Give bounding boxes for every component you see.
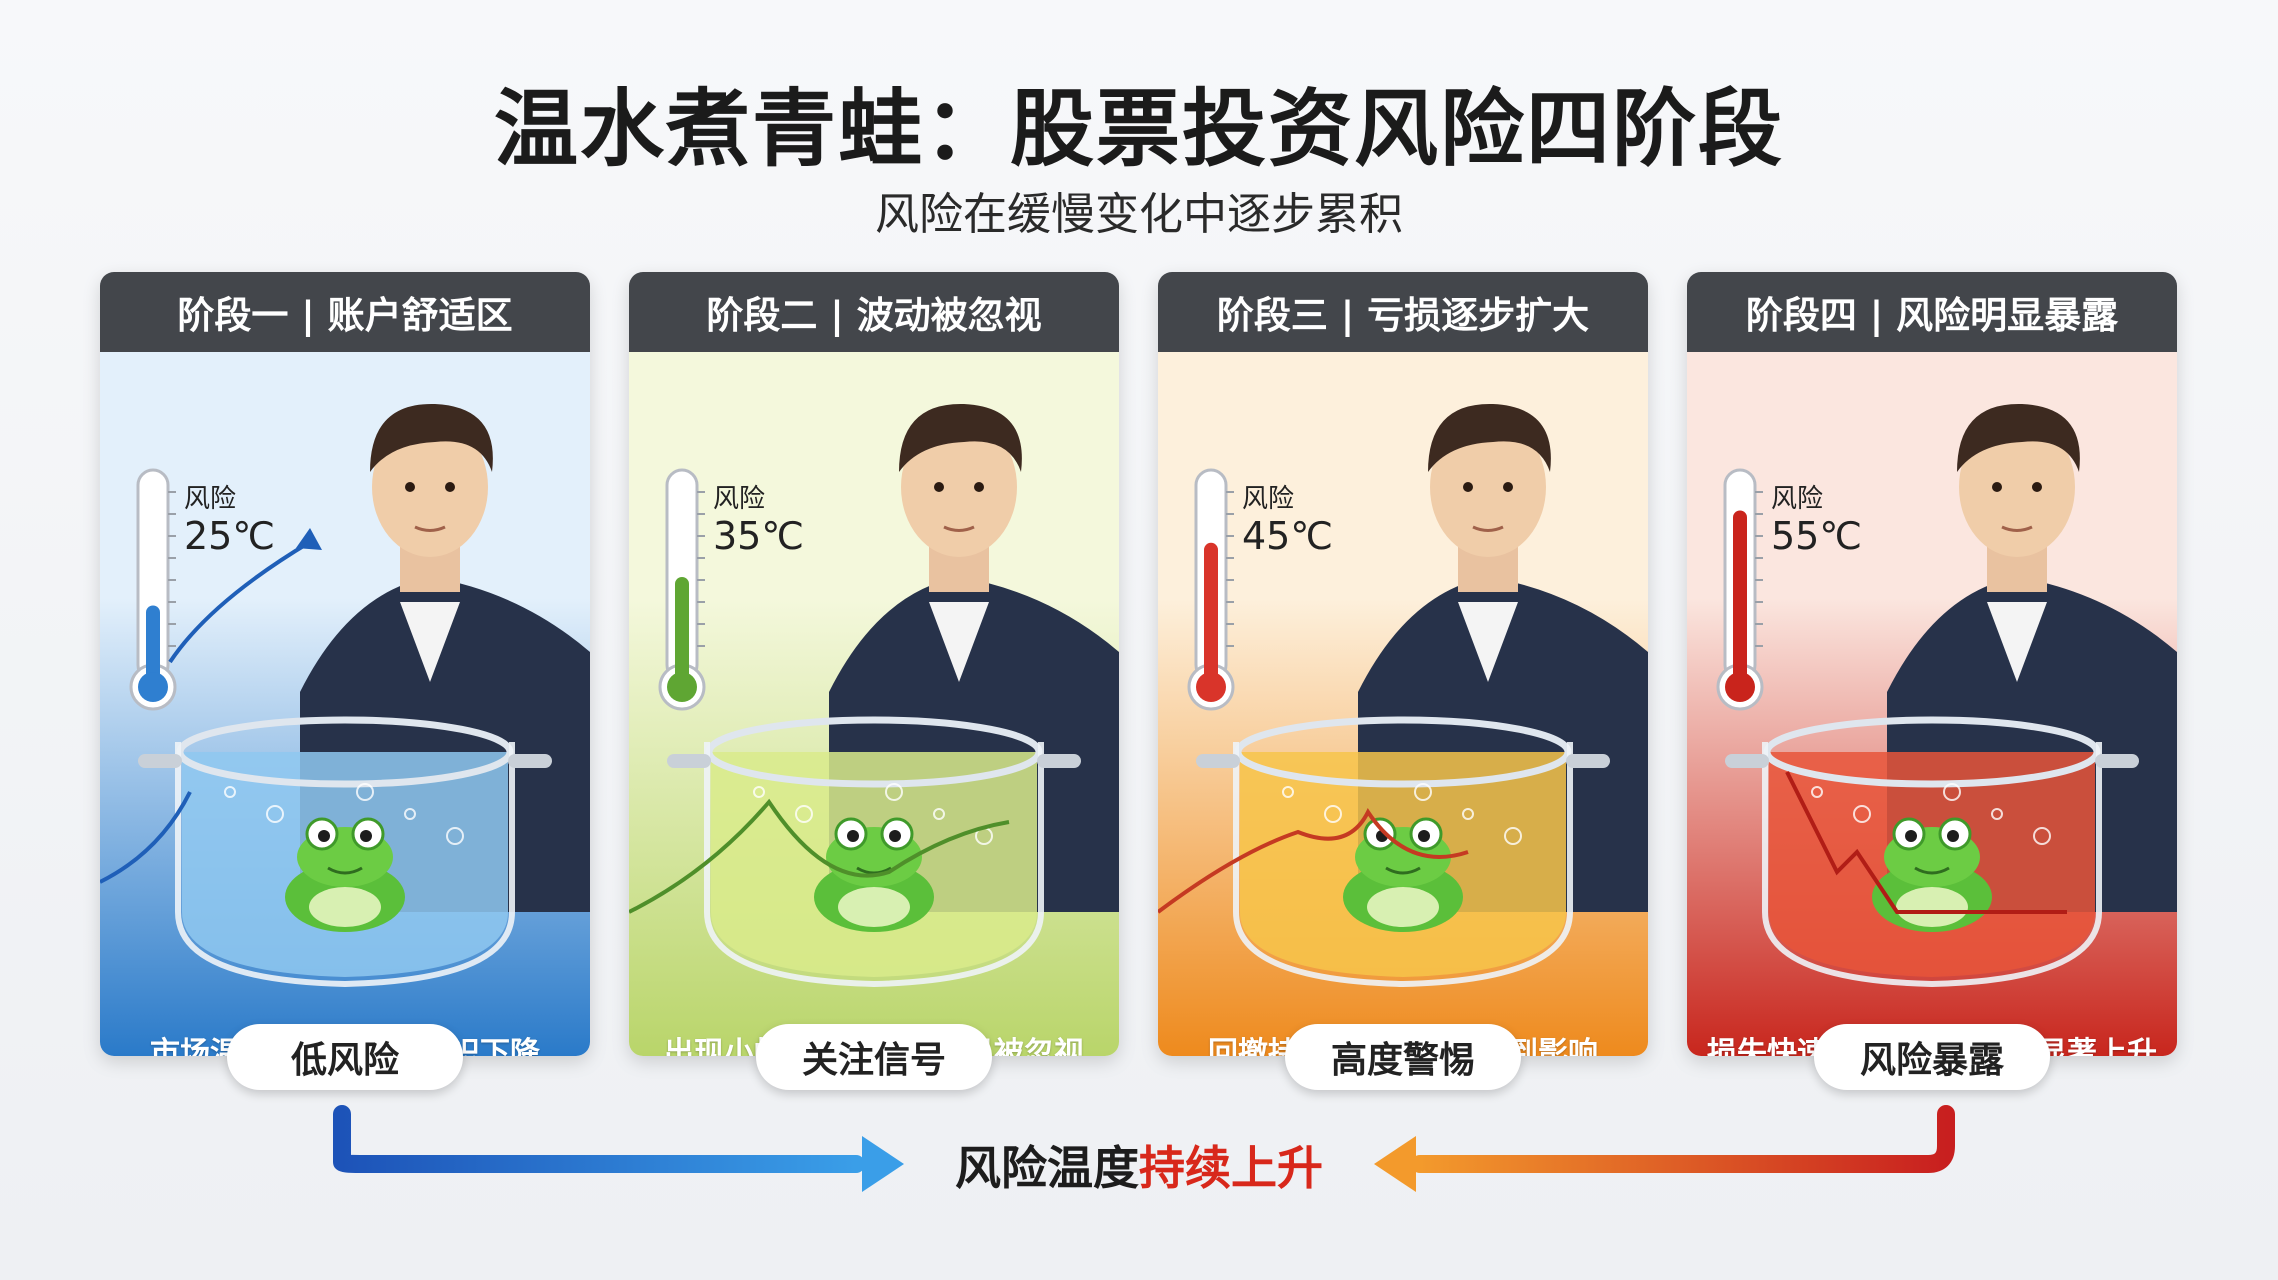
trend-line bbox=[100, 540, 312, 884]
stage-scene bbox=[1158, 403, 1648, 988]
risk-label: 风险 bbox=[184, 484, 237, 514]
stage-header: 阶段三 | 亏损逐步扩大 bbox=[1158, 272, 1648, 352]
risk-level-badge: 风险暴露 bbox=[1814, 1024, 2050, 1090]
risk-trend-label: 风险温度持续上升 bbox=[0, 1132, 2278, 1198]
risk-flow-arrows bbox=[333, 1105, 1955, 1192]
right-arrow-head bbox=[1374, 1136, 1416, 1192]
trend-line bbox=[629, 798, 1010, 914]
risk-label: 风险 bbox=[713, 484, 766, 514]
frog-icon bbox=[1343, 817, 1463, 932]
thermometer-icon bbox=[1716, 468, 1764, 711]
stage-scene bbox=[629, 403, 1119, 988]
thermometer-icon bbox=[658, 468, 706, 711]
risk-temperature: 45℃ bbox=[1242, 514, 1334, 558]
frog-icon bbox=[1872, 817, 1992, 932]
page-title: 温水煮青蛙：股票投资风险四阶段 bbox=[493, 80, 1784, 178]
risk-label: 风险 bbox=[1771, 484, 1824, 514]
stage-header: 阶段二 | 波动被忽视 bbox=[629, 272, 1119, 352]
right-arrow-line bbox=[1411, 1105, 1955, 1173]
stage-scene bbox=[100, 403, 590, 988]
risk-level-badge: 高度警惕 bbox=[1285, 1024, 1521, 1090]
thermometer-icon bbox=[129, 468, 177, 711]
frog-icon bbox=[285, 817, 405, 932]
risk-trend-plain: 风险温度 bbox=[955, 1141, 1139, 1195]
thermometer-icon bbox=[1187, 468, 1235, 711]
risk-temperature: 55℃ bbox=[1771, 514, 1863, 558]
stage-scene bbox=[1716, 403, 2177, 988]
risk-trend-highlight: 持续上升 bbox=[1139, 1141, 1323, 1195]
trend-line bbox=[1158, 808, 1469, 914]
risk-level-badge: 关注信号 bbox=[756, 1024, 992, 1090]
trend-arrow-icon bbox=[296, 528, 322, 550]
risk-temperature: 25℃ bbox=[184, 514, 276, 558]
stage-header: 阶段四 | 风险明显暴露 bbox=[1687, 272, 2177, 352]
stage-header: 阶段一 | 账户舒适区 bbox=[100, 272, 590, 352]
left-arrow-line bbox=[333, 1105, 865, 1173]
risk-level-badge: 低风险 bbox=[227, 1024, 463, 1090]
risk-temperature: 35℃ bbox=[713, 514, 805, 558]
risk-label: 风险 bbox=[1242, 484, 1295, 514]
page-subtitle: 风险在缓慢变化中逐步累积 bbox=[875, 189, 1403, 240]
trend-line bbox=[1785, 771, 2067, 914]
left-arrow-head bbox=[862, 1136, 904, 1192]
